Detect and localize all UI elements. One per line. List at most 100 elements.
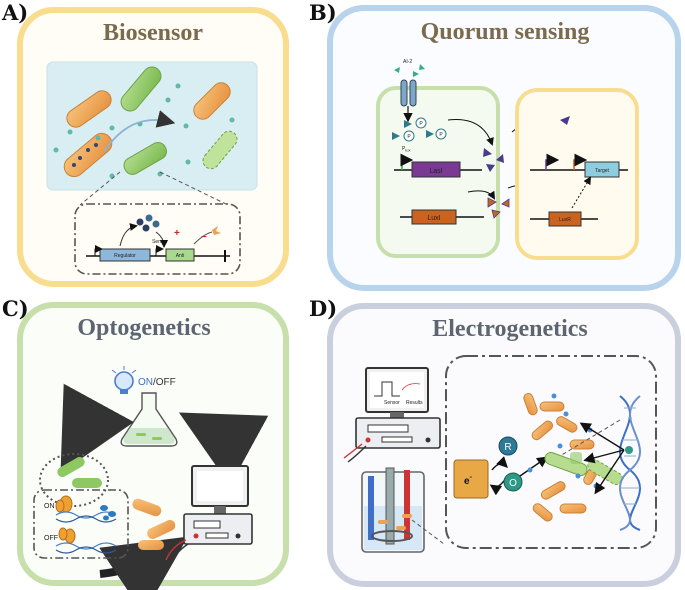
cell-outline — [39, 453, 109, 507]
panel-b-quorum-sensing: B) Quorum sensing AI-2 P P P Plux — [309, 0, 681, 291]
phospho-cascade: P P P — [392, 117, 447, 142]
bacteria-orange-3 — [63, 132, 113, 178]
electron-label: e- — [464, 474, 473, 487]
cable-black — [347, 445, 367, 463]
panel-a-title: Biosensor — [103, 20, 203, 46]
bacteria-orange-6 — [138, 540, 164, 550]
controller-cable-red — [165, 539, 187, 561]
cycle-arrow-left — [60, 383, 134, 474]
target-gene — [584, 161, 620, 178]
dna-link-dashed — [559, 419, 621, 457]
sensor-tab-label: Sensor — [384, 400, 400, 406]
signal-triangles-orange — [487, 197, 510, 219]
potentiostat-device — [355, 417, 441, 449]
computer-monitor-icon — [191, 465, 249, 514]
panel-b-letter: B) — [309, 0, 337, 25]
ligand-cluster — [136, 214, 160, 232]
sensor-label: Sensor — [152, 239, 168, 245]
bacteria-green-5 — [72, 478, 102, 488]
cable-red — [343, 443, 363, 459]
luxr-label: LuxR — [559, 217, 571, 223]
receiver-cell — [515, 88, 639, 260]
on-label: ON/OFF — [138, 377, 176, 388]
target-promoter-1 — [545, 153, 560, 170]
bacteria-green-4 — [57, 457, 85, 477]
photoreceptor-protein-on — [55, 495, 73, 513]
bacteria-orange-5 — [147, 519, 176, 539]
reduced-label: R — [504, 442, 511, 453]
receiver-signal — [560, 116, 570, 125]
zoom-line-right — [159, 171, 229, 206]
plux-label: Plux — [402, 146, 410, 153]
reduction-arrow — [491, 456, 508, 471]
oxidized-label: O — [509, 478, 517, 489]
luxr-activation-arrow — [571, 176, 592, 209]
panel-c-letter: C) — [2, 296, 29, 321]
results-tab-label: Results — [406, 400, 423, 406]
circuit-zoom-box — [74, 203, 241, 275]
minus-sign: − — [201, 232, 207, 243]
anti-gene — [165, 248, 195, 262]
lasi-label: LasI — [429, 168, 442, 175]
luxi-label: LuxI — [427, 215, 440, 222]
off-state-label: OFF — [44, 535, 58, 542]
plus-sign: + — [174, 228, 180, 239]
ai2-label: AI-2 — [403, 59, 412, 65]
luxr-gene — [548, 211, 582, 227]
panel-a-biosensor: A) Biosensor — [1, 0, 289, 287]
signal-arrow — [519, 456, 549, 477]
photoreceptor-protein-off — [58, 527, 76, 544]
panel-d-electrogenetics: D) Electrogenetics Sensor Results — [309, 296, 681, 587]
opto-zoom-box — [33, 489, 129, 559]
panel-d-title: Electrogenetics — [432, 316, 588, 342]
phospho-label-2: P — [407, 134, 411, 140]
target-label: Target — [595, 168, 610, 174]
dna-strand-off — [55, 542, 117, 550]
dna-helix — [619, 395, 641, 531]
dna-strand-off-2 — [55, 546, 117, 554]
cycle-arrow-bottom — [99, 536, 188, 590]
panel-b-title: Quorum sensing — [421, 19, 590, 45]
regulator-label: Regulator — [114, 253, 136, 259]
luxi-gene — [411, 209, 457, 225]
bacteria-orange-2 — [193, 82, 231, 120]
panel-c-optogenetics: C) Optogenetics ON/OFF ON OFF — [2, 296, 289, 590]
promoter-arrow-2 — [155, 245, 164, 256]
panel-a-letter: A) — [1, 0, 28, 25]
regulator-binding-arrow — [119, 223, 138, 247]
electrode-3 — [404, 470, 410, 540]
membrane-receptor — [400, 79, 417, 107]
activation-arrow — [155, 231, 168, 248]
electrochemical-cell — [361, 467, 425, 553]
inhibitor-icon — [212, 226, 221, 235]
bacteria-orange-1 — [66, 90, 112, 128]
panel-d-letter: D) — [309, 296, 337, 321]
ai2-molecules — [394, 64, 425, 77]
electrode-1 — [368, 476, 374, 540]
target-promoter-2 — [573, 153, 588, 170]
electron-source — [453, 459, 489, 499]
dna-binding-arrows — [579, 422, 625, 495]
bacteria-green-3 — [202, 130, 238, 170]
anti-label: Anti — [176, 253, 185, 259]
arrow-to-signal-2 — [467, 190, 496, 200]
on-state-label: ON — [44, 503, 55, 510]
regulator-gene — [99, 248, 151, 262]
bacteria-green-1 — [120, 66, 162, 112]
dna-strand-on-2 — [55, 515, 117, 523]
promoter-arrow-1 — [94, 245, 103, 256]
plux-promoter-arrow — [400, 153, 414, 170]
arrow-to-signal-1 — [447, 119, 494, 146]
lasi-gene — [411, 161, 461, 178]
bacteria-green-2 — [123, 142, 167, 175]
signal-molecules — [53, 83, 235, 179]
phospho-label-1: P — [419, 121, 423, 127]
repression-arrow — [193, 231, 213, 245]
bacteria-orange-4 — [132, 498, 162, 517]
panel-c-title: Optogenetics — [77, 315, 210, 341]
bacteria-cluster-green — [544, 452, 623, 485]
oxidized-molecule — [503, 472, 523, 492]
zoom-line-left — [79, 171, 121, 206]
uptake-arrow — [103, 110, 176, 153]
